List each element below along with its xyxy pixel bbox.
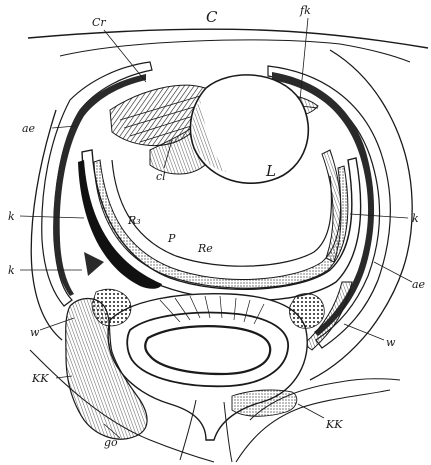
label-c: C (206, 8, 218, 26)
label-fk: fk (299, 4, 311, 17)
left-dark-wedge (84, 252, 104, 276)
label-go: go (104, 436, 118, 449)
right-lower-band (303, 281, 353, 351)
brain-outline-bottom (29, 349, 215, 463)
label-ae-right: ae (412, 278, 426, 291)
outer-skin-layer-right (309, 49, 413, 381)
ganglion-mass-left (65, 297, 148, 440)
label-k-lower-left: k (8, 264, 15, 277)
cornea-inner-line (59, 39, 411, 63)
outer-skin-layer (30, 109, 63, 341)
iris-muscle-fibers (119, 95, 207, 143)
optic-stalk-cavity (144, 325, 272, 376)
retina-layer (93, 159, 349, 289)
label-kk-right: KK (325, 418, 343, 431)
label-ae-left: ae (22, 122, 36, 135)
lens-hatch (192, 100, 226, 172)
label-l: L (265, 162, 276, 180)
inner-retina-line (111, 159, 333, 267)
label-rs: R₃ (127, 214, 141, 227)
label-kk-left: KK (31, 372, 49, 385)
lens (189, 74, 309, 184)
brain-outline-right (235, 389, 391, 463)
label-w-right: w (386, 336, 396, 349)
label-p: P (167, 232, 176, 245)
radiating-fibers (159, 295, 265, 325)
label-re: Re (197, 242, 213, 255)
label-cl: cl (156, 170, 166, 183)
cornea-surface-line (27, 28, 429, 49)
pigment-epithelium (78, 160, 162, 289)
label-leader-lines (19, 17, 413, 439)
ectoderm-band-left-dark (53, 74, 147, 296)
stalk-neck (179, 399, 233, 463)
label-k-upper-left: k (8, 210, 15, 223)
dotted-mass-right (289, 293, 325, 329)
label-k-right: k (412, 212, 419, 225)
label-w-left: w (30, 326, 40, 339)
lower-right-lobe (231, 389, 298, 417)
right-retina-band (321, 149, 342, 263)
ectoderm-band-right (267, 65, 391, 349)
label-cr: Cr (92, 16, 106, 29)
